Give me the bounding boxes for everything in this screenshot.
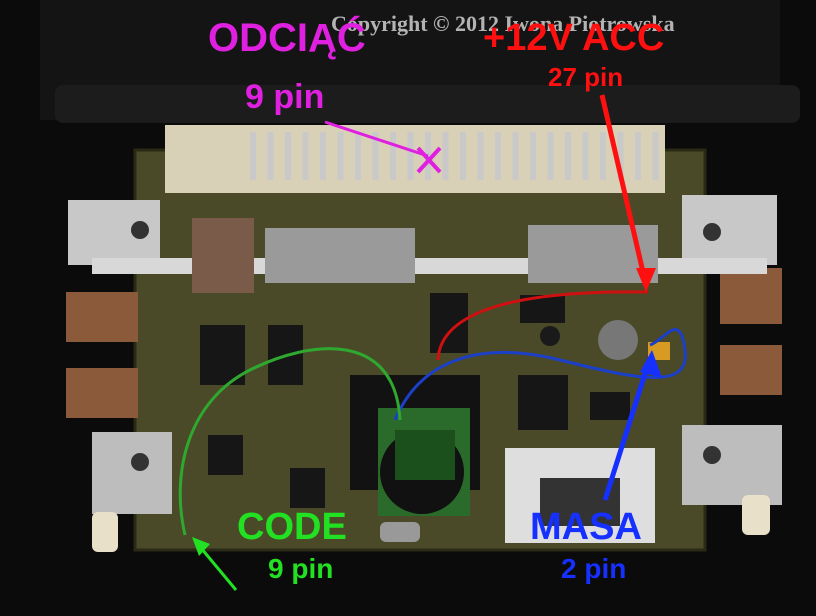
- odciac-pin-label: 9 pin: [245, 78, 325, 116]
- masa-arrow: [602, 357, 653, 501]
- connector-pin: [477, 132, 484, 180]
- acc-pin-label: 27 pin: [548, 62, 624, 92]
- screw-hole: [131, 221, 149, 239]
- connector-pin: [530, 132, 536, 180]
- bracket-bottom-right: [682, 425, 782, 505]
- connector-pin: [390, 132, 396, 180]
- plastic-post: [742, 495, 770, 535]
- connector-pin: [495, 132, 501, 180]
- copper-clip: [720, 268, 782, 324]
- chip: [200, 325, 245, 385]
- connector-pin: [337, 132, 344, 180]
- copper-clip: [720, 345, 782, 395]
- addon-chip: [395, 430, 455, 480]
- connector-pin: [442, 132, 449, 180]
- component-bracket: [192, 218, 254, 293]
- code-arrowhead: [192, 537, 210, 556]
- connector-pin: [600, 132, 606, 180]
- crystal: [380, 522, 420, 542]
- connector-pin: [582, 132, 589, 180]
- chip: [590, 392, 630, 420]
- connector-pin: [565, 132, 571, 180]
- connector-pin: [250, 132, 256, 180]
- connector-pin: [652, 132, 659, 180]
- blue-wire: [393, 328, 687, 421]
- connector-pin: [285, 132, 291, 180]
- bracket-bottom-left: [92, 432, 172, 514]
- code-pin-label: 9 pin: [268, 553, 334, 584]
- odciac-label: ODCIĄĆ: [208, 16, 366, 60]
- acc-label: +12V ACC: [483, 17, 665, 59]
- connector-pin: [267, 132, 274, 180]
- main-connector: [165, 125, 665, 193]
- heat-shield: [265, 228, 415, 283]
- masa-arrowhead: [640, 350, 662, 378]
- screw-hole: [703, 223, 721, 241]
- acc-arrow: [599, 94, 649, 286]
- connector-pin: [460, 132, 466, 180]
- copper-clip: [66, 368, 138, 418]
- housing-lip: [55, 85, 800, 123]
- connector-pin: [635, 132, 641, 180]
- plastic-post: [92, 512, 118, 552]
- connector-pin: [617, 132, 624, 180]
- odciac-arrow: [324, 120, 429, 158]
- copper-clip: [66, 292, 138, 342]
- capacitor: [598, 320, 638, 360]
- bracket-top-right: [682, 195, 777, 265]
- chip: [208, 435, 243, 475]
- capacitor: [540, 326, 560, 346]
- acc-arrowhead: [636, 268, 656, 292]
- chip: [518, 375, 568, 430]
- code-label: CODE: [237, 506, 347, 548]
- connector-pin: [547, 132, 554, 180]
- connector-pin: [512, 132, 519, 180]
- green-wire: [178, 347, 402, 536]
- chip: [290, 468, 325, 508]
- screw-hole: [131, 453, 149, 471]
- masa-label: MASA: [530, 506, 642, 548]
- masa-pin-label: 2 pin: [561, 553, 627, 584]
- connector-pin: [372, 132, 379, 180]
- red-wire: [436, 290, 649, 361]
- connector-pin: [302, 132, 309, 180]
- connector-pin: [320, 132, 326, 180]
- socket-opening: [540, 478, 620, 526]
- copyright-watermark: Copyright © 2012 Iwona Piotrowska: [331, 11, 675, 36]
- connector-pin: [355, 132, 361, 180]
- screw-hole: [703, 446, 721, 464]
- connector-pin: [407, 132, 414, 180]
- odciac-cross-mark: [416, 146, 442, 174]
